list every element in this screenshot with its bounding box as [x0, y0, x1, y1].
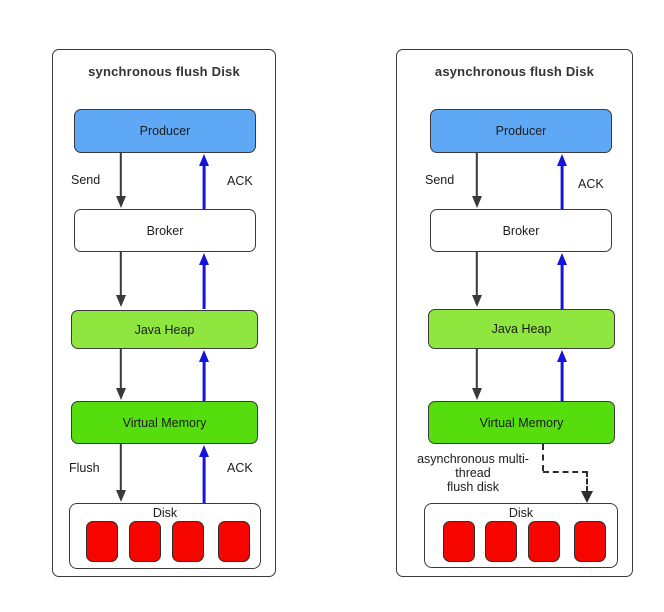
ack-arrowhead-icon: [199, 253, 209, 265]
ack-top-label: ACK: [578, 177, 604, 191]
disk-block: [443, 521, 475, 562]
disk-block: [129, 521, 161, 562]
sync-flush-panel: synchronous flush Disk Producer Send ACK…: [52, 49, 276, 577]
ack-arrow-line: [560, 361, 564, 401]
java-heap-box: Java Heap: [428, 309, 615, 349]
arrow-line: [119, 252, 123, 295]
ack-arrowhead-icon: [199, 350, 209, 362]
java-heap-label: Java Heap: [134, 322, 195, 337]
disk-label: Disk: [508, 506, 534, 520]
ack-arrow-line: [560, 165, 564, 209]
disk-block: [218, 521, 250, 562]
disk-box: Disk: [69, 503, 261, 569]
send-arrow-line: [119, 153, 123, 197]
arrow-line: [475, 252, 479, 295]
arrowhead-icon: [116, 295, 126, 307]
send-label: Send: [425, 173, 455, 187]
java-heap-label: Java Heap: [491, 322, 552, 336]
note-line: thread: [455, 466, 491, 480]
broker-box: Broker: [430, 209, 612, 252]
note-line: asynchronous multi-: [417, 452, 529, 466]
ack-arrow-line: [202, 264, 206, 309]
ack-arrowhead-icon: [557, 253, 567, 265]
ack-bottom-label: ACK: [227, 461, 253, 475]
java-heap-box: Java Heap: [71, 310, 258, 349]
arrow-line: [119, 349, 123, 388]
note-line: flush disk: [446, 480, 500, 494]
async-panel-title: asynchronous flush Disk: [434, 64, 595, 79]
send-arrow-line: [475, 153, 479, 197]
send-arrowhead-icon: [116, 196, 126, 208]
dashed-segment-vertical: [542, 444, 544, 471]
send-label: Send: [71, 173, 101, 187]
disk-block: [574, 521, 606, 562]
ack-arrow-line: [560, 264, 564, 309]
dashed-segment-horizontal: [543, 471, 588, 473]
disk-block: [528, 521, 560, 562]
virtual-memory-box: Virtual Memory: [71, 401, 258, 444]
disk-block: [86, 521, 118, 562]
dashed-segment-vertical: [586, 471, 588, 492]
disk-label: Disk: [152, 506, 178, 520]
flush-label: Flush: [69, 461, 100, 475]
producer-box: Producer: [430, 109, 612, 153]
async-flush-note: asynchronous multi- thread flush disk: [405, 452, 541, 494]
producer-box: Producer: [74, 109, 256, 153]
arrowhead-icon: [472, 388, 482, 400]
arrow-line: [475, 349, 479, 388]
disk-block: [485, 521, 517, 562]
virtual-memory-box: Virtual Memory: [428, 401, 615, 444]
virtual-memory-label: Virtual Memory: [122, 415, 207, 430]
ack-arrowhead-icon: [199, 445, 209, 457]
disk-block: [172, 521, 204, 562]
ack-arrow-line: [202, 165, 206, 209]
disk-box: Disk: [424, 503, 618, 568]
dashed-arrowhead-icon: [581, 491, 593, 503]
broker-label: Broker: [502, 223, 540, 238]
sync-panel-title: synchronous flush Disk: [88, 64, 240, 79]
broker-label: Broker: [146, 223, 184, 238]
flush-arrowhead-icon: [116, 490, 126, 502]
broker-box: Broker: [74, 209, 256, 252]
arrowhead-icon: [472, 295, 482, 307]
producer-label: Producer: [495, 124, 547, 138]
ack-arrow-line: [202, 361, 206, 401]
ack-arrowhead-icon: [199, 154, 209, 166]
producer-label: Producer: [139, 124, 191, 138]
arrowhead-icon: [116, 388, 126, 400]
ack-arrowhead-icon: [557, 154, 567, 166]
ack-top-label: ACK: [227, 174, 253, 188]
ack-arrow-line: [202, 456, 206, 503]
virtual-memory-label: Virtual Memory: [479, 415, 564, 430]
flush-arrow-line: [119, 444, 123, 490]
ack-arrowhead-icon: [557, 350, 567, 362]
async-flush-panel: asynchronous flush Disk Producer Send AC…: [396, 49, 633, 577]
send-arrowhead-icon: [472, 196, 482, 208]
